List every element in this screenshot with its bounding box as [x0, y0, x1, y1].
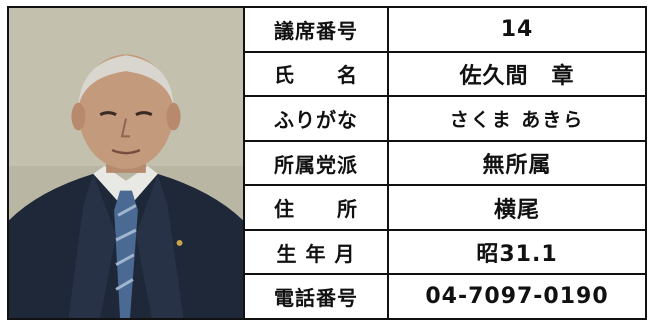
value-seat-number: 14 [500, 16, 534, 42]
row-phone: 電話番号 04-7097-0190 [245, 275, 645, 319]
label-seat-number: 議席番号 [245, 8, 389, 51]
value-party: 無所属 [482, 153, 552, 179]
label-phone: 電話番号 [245, 275, 389, 319]
label-party: 所属党派 [245, 141, 389, 185]
value-address: 横尾 [493, 197, 540, 223]
label-name: 氏 名 [245, 52, 389, 96]
label-birth: 生 年 月 [245, 230, 389, 274]
value-birth: 昭31.1 [476, 242, 558, 268]
label-furigana: ふりがな [245, 97, 389, 140]
label-address: 住 所 [245, 186, 389, 229]
row-seat-number: 議席番号 14 [245, 8, 645, 53]
value-furigana: さくま あきら [449, 108, 585, 131]
value-phone: 04-7097-0190 [425, 284, 609, 310]
row-address: 住 所 横尾 [245, 186, 645, 231]
value-name: 佐久間 章 [459, 63, 575, 89]
portrait-photo [9, 8, 245, 318]
row-birth: 生 年 月 昭31.1 [245, 230, 645, 276]
profile-table: 議席番号 14 氏 名 佐久間 章 ふりがな さくま あきら 所属党派 無所属 … [245, 8, 645, 319]
row-name: 氏 名 佐久間 章 [245, 52, 645, 98]
row-furigana: ふりがな さくま あきら [245, 97, 645, 142]
row-party: 所属党派 無所属 [245, 141, 645, 187]
profile-card: 議席番号 14 氏 名 佐久間 章 ふりがな さくま あきら 所属党派 無所属 … [7, 6, 647, 320]
